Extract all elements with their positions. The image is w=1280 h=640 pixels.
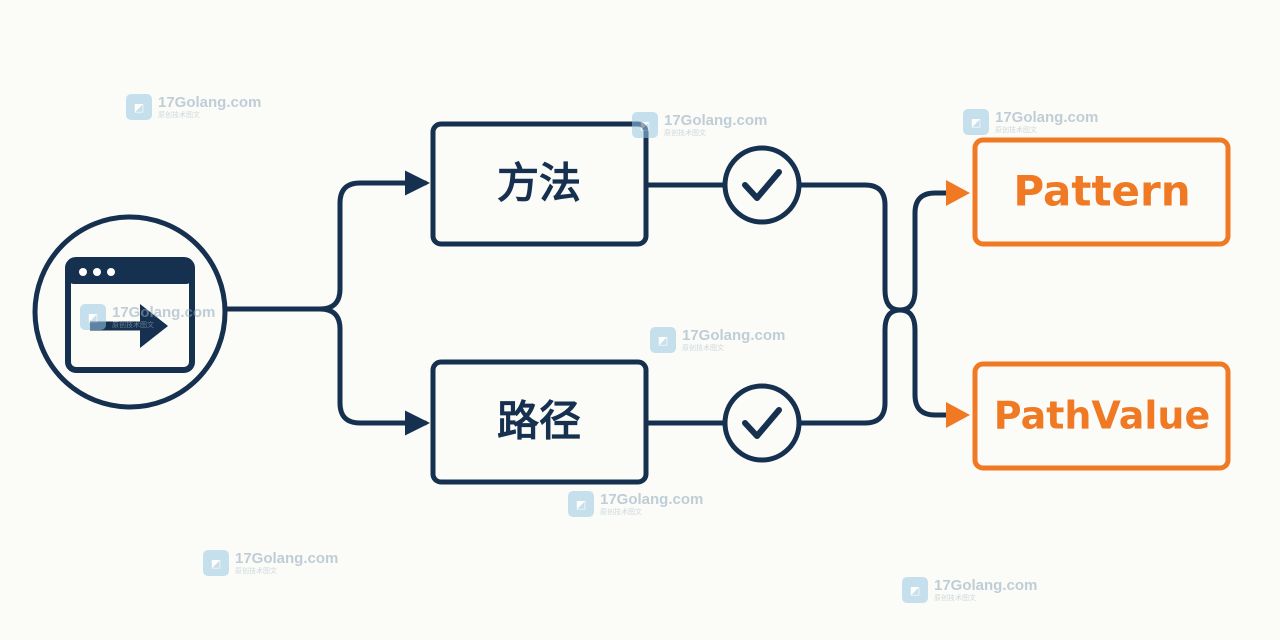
path-label: 路径 <box>497 397 581 446</box>
connector-path-merge <box>796 307 903 426</box>
source-circle <box>32 214 228 410</box>
method-node: 方法 <box>430 121 649 247</box>
pathvalue-box <box>972 361 1231 471</box>
pattern-box <box>972 137 1231 247</box>
check-connectors <box>646 182 724 426</box>
pathvalue-label: PathValue <box>994 394 1211 438</box>
connector-merge-down <box>897 307 951 418</box>
merge-connectors <box>796 182 951 426</box>
path-node: 路径 <box>430 359 649 485</box>
arrow-to-pathvalue <box>946 402 970 428</box>
method-label: 方法 <box>497 159 581 208</box>
pattern-node: Pattern <box>972 137 1231 247</box>
connector-to-path <box>317 306 430 436</box>
connector-merge-up <box>897 190 951 313</box>
path-check <box>722 383 802 463</box>
method-check <box>722 145 802 225</box>
browser-window-arrow-icon <box>65 257 195 373</box>
checkmark-circle-icon <box>722 145 802 225</box>
connector-method-merge <box>796 182 903 313</box>
arrow-to-pattern <box>946 180 970 206</box>
checkmark-icon <box>742 169 782 201</box>
connector-to-method <box>222 170 430 312</box>
pathvalue-node: PathValue <box>972 361 1231 471</box>
source-node <box>32 214 228 410</box>
checkmark-circle-icon <box>722 383 802 463</box>
pattern-label: Pattern <box>1013 167 1190 216</box>
checkmark-icon <box>742 407 782 439</box>
source-connectors <box>222 170 430 436</box>
